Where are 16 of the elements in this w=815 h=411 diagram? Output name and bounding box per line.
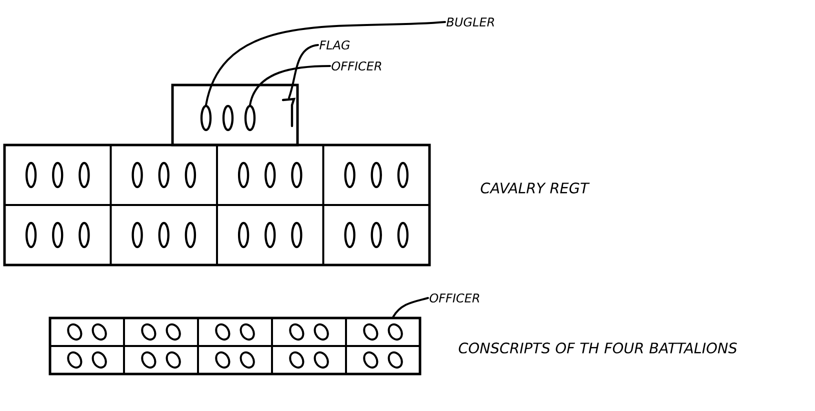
leader-text: BUGLER <box>446 17 494 27</box>
leader-text: OFFICER <box>430 293 480 303</box>
leader-line <box>205 21 446 106</box>
leader-line <box>288 44 319 99</box>
leader-line <box>392 297 429 318</box>
leader-text: OFFICER <box>332 61 382 71</box>
unit-caption: CAVALRY REGT <box>480 182 590 194</box>
leader-text: FLAG <box>320 40 350 50</box>
leader-line <box>249 65 331 106</box>
soldier-oval <box>200 104 212 132</box>
unit-caption: CONSCRIPTS OF TH FOUR BATTALIONS <box>458 342 737 354</box>
flag-symbol <box>282 98 296 128</box>
soldier-oval <box>244 104 256 132</box>
formation-block <box>48 316 422 376</box>
formation-block <box>171 84 299 146</box>
formation-block <box>3 144 431 266</box>
